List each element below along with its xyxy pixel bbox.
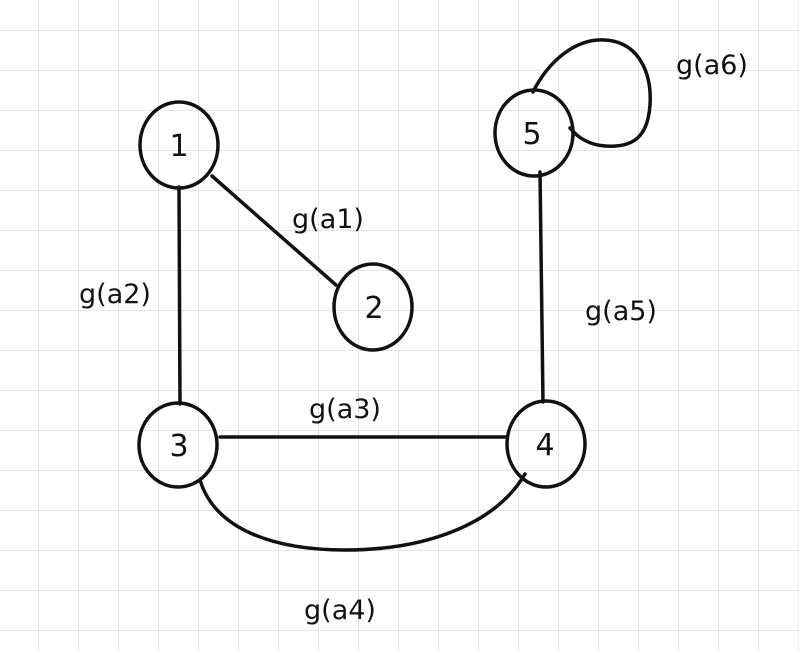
node-1-circle xyxy=(138,100,220,190)
edge-label-a1: g(a1) xyxy=(292,204,364,235)
edge-1-3 xyxy=(177,185,182,406)
edge-label-a3: g(a3) xyxy=(309,394,381,425)
edge-5-4 xyxy=(538,170,545,404)
node-2-label: 2 xyxy=(364,291,383,326)
node-1-label: 1 xyxy=(169,129,188,164)
node-3-label: 3 xyxy=(169,429,188,464)
edge-1-2 xyxy=(210,174,338,287)
edge-5-self-loop xyxy=(531,38,652,148)
edge-label-a6: g(a6) xyxy=(676,50,748,81)
node-4-circle xyxy=(505,399,587,489)
node-4-label: 4 xyxy=(535,428,554,463)
edge-label-a5: g(a5) xyxy=(585,296,657,327)
node-3-circle xyxy=(137,401,219,489)
node-5-circle xyxy=(493,88,575,178)
edge-label-a2: g(a2) xyxy=(79,279,151,310)
node-2-circle xyxy=(332,262,414,352)
node-5-label: 5 xyxy=(522,117,541,152)
edge-3-4-curve xyxy=(198,472,527,552)
edge-label-a4: g(a4) xyxy=(304,595,376,626)
